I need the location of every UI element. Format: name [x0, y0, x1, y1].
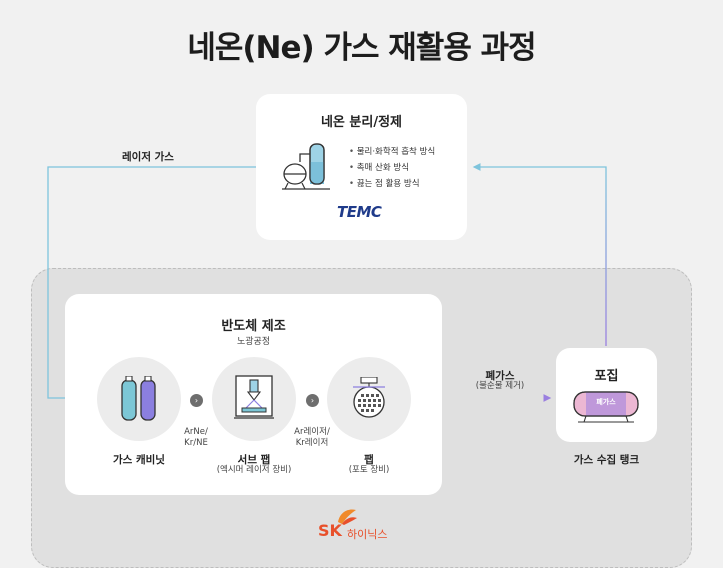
fab-label: 팹 — [364, 454, 374, 466]
method-item: 끓는 점 활용 방식 — [349, 176, 435, 192]
hynix-text: 하이닉스 — [347, 528, 388, 541]
trap-caption: 가스 수집 탱크 — [573, 454, 640, 466]
gas-tank-icon — [573, 391, 639, 423]
temc-logo: TEMC — [337, 203, 382, 221]
chevron-right-icon: › — [190, 394, 203, 407]
flow-label-1: ArNe/ Kr/NE — [184, 427, 208, 448]
sk-mark: SK — [318, 521, 342, 540]
sub-fab-label: 서브 팹 — [237, 454, 271, 466]
excimer-laser-icon — [234, 375, 274, 419]
separation-methods: 물리·화학적 흡착 방식 촉매 산화 방식 끓는 점 활용 방식 — [349, 144, 436, 192]
waste-gas-sublabel: (불순물 제거) — [475, 381, 525, 391]
fab-heading: 반도체 제조 — [221, 319, 286, 334]
gas-cabinet-label: 가스 캐비닛 — [113, 454, 165, 466]
separation-heading: 네온 분리/정제 — [320, 115, 403, 130]
chevron-right-icon: › — [306, 394, 319, 407]
waste-gas-label: 폐가스 — [485, 370, 515, 382]
flow-label-2: Ar레이저/ Kr레이저 — [294, 427, 330, 448]
gas-cylinder-icon — [121, 376, 156, 421]
return-line — [472, 163, 607, 346]
wafer-photo-icon — [353, 377, 385, 418]
tank-label: 폐가스 — [596, 398, 616, 406]
fab-sublabel: (포토 장비) — [348, 465, 390, 475]
fab-subheading: 노광공정 — [236, 337, 271, 347]
page-title: 네온(Ne) 가스 재활용 과정 — [187, 30, 536, 66]
gas-cabinet-circle — [97, 357, 181, 441]
method-item: 촉매 산화 방식 — [349, 160, 435, 176]
trap-heading: 포집 — [594, 369, 619, 384]
laser-gas-label: 레이저 가스 — [122, 151, 174, 163]
separation-equipment-icon — [282, 143, 330, 190]
method-item: 물리·화학적 흡착 방식 — [349, 144, 436, 160]
sub-fab-sublabel: (엑시머 레이저 장비) — [216, 465, 292, 475]
sk-butterfly-icon — [338, 509, 357, 525]
